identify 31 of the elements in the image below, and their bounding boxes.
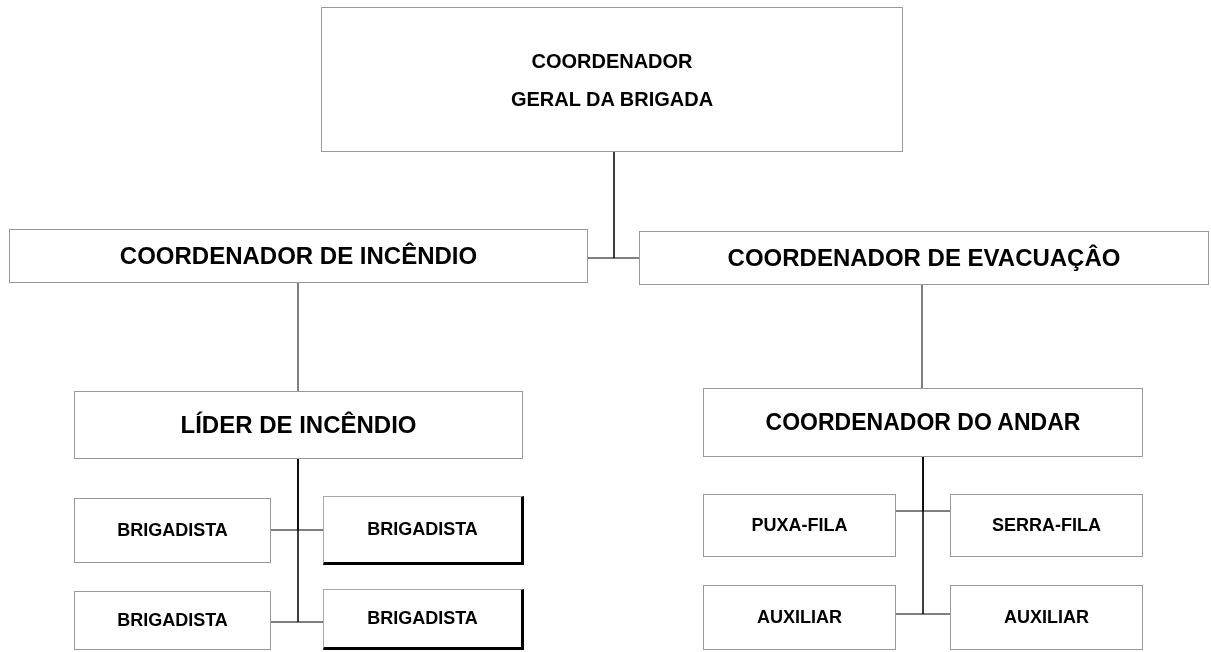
role-title: BRIGADISTA <box>367 607 478 630</box>
role-title: AUXILIAR <box>757 606 842 629</box>
role-title: BRIGADISTA <box>117 519 228 542</box>
role-box <box>703 388 1143 457</box>
role-box <box>74 591 271 650</box>
role-title: COORDENADOR GERAL DA BRIGADA <box>509 48 715 112</box>
role-title: COORDENADOR DE INCÊNDIO <box>119 241 478 271</box>
role-title: SERRA-FILA <box>992 514 1101 537</box>
role-title: COORDENADOR DO ANDAR <box>765 408 1081 437</box>
connector-line <box>922 456 951 615</box>
role-title: COORDENADOR DE EVACUAÇÂO <box>727 243 1121 273</box>
role-box <box>950 585 1143 650</box>
role-box <box>323 589 524 650</box>
role-box <box>9 229 588 283</box>
role-title: PUXA-FILA <box>751 514 848 537</box>
role-title: AUXILIAR <box>1004 606 1089 629</box>
role-box <box>74 391 523 459</box>
role-title: BRIGADISTA <box>117 609 228 632</box>
role-box <box>703 585 896 650</box>
role-box <box>321 7 903 152</box>
role-box <box>323 496 524 565</box>
role-title: LÍDER DE INCÊNDIO <box>180 410 417 440</box>
connector-line <box>921 284 923 389</box>
role-title: BRIGADISTA <box>367 518 478 541</box>
connector-line <box>613 151 640 259</box>
connector-line <box>297 458 324 623</box>
role-box <box>703 494 896 557</box>
role-box <box>74 498 271 563</box>
connector-line <box>297 282 299 392</box>
role-box <box>950 494 1143 557</box>
role-box <box>639 231 1209 285</box>
